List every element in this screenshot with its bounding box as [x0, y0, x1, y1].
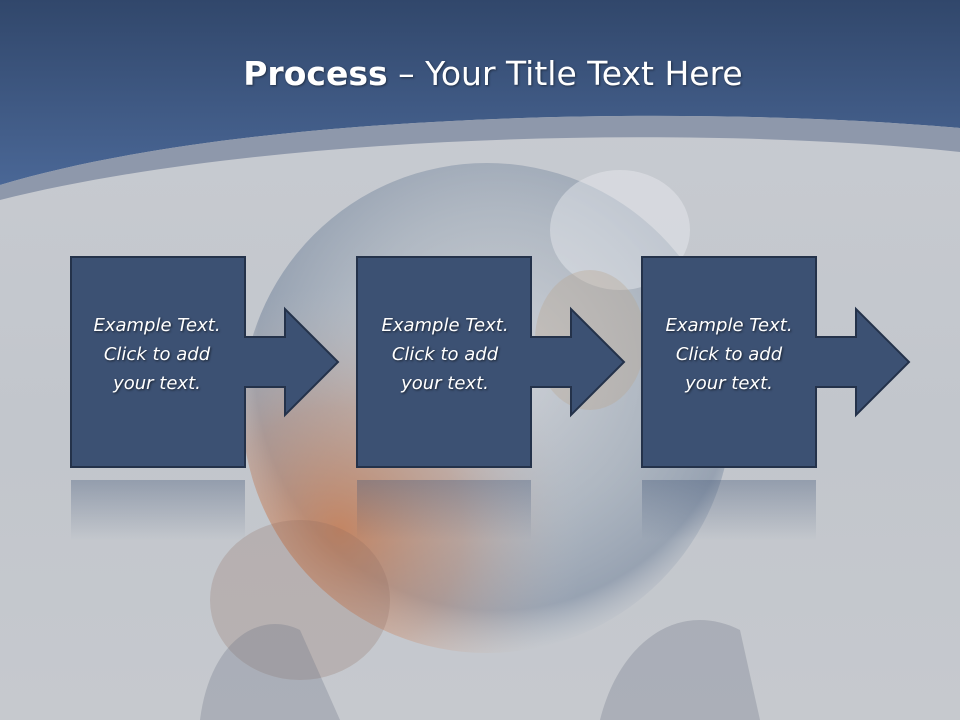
step-2-line-1: Example Text. — [381, 315, 509, 336]
step-3-text[interactable]: Example Text. Click to add your text. — [643, 311, 815, 398]
step-1-text[interactable]: Example Text. Click to add your text. — [71, 311, 243, 398]
process-step-2 — [356, 256, 626, 540]
process-step-1 — [70, 256, 340, 540]
title-strong: Process — [243, 54, 388, 93]
title-rest: – Your Title Text Here — [387, 54, 743, 93]
step-1-line-1: Example Text. — [93, 315, 221, 336]
step-2-text[interactable]: Example Text. Click to add your text. — [359, 311, 531, 398]
step-3-line-1: Example Text. — [665, 315, 793, 336]
step-3-line-2: Click to add — [675, 344, 783, 365]
step-1-line-2: Click to add — [103, 344, 211, 365]
slide-title[interactable]: Process – Your Title Text Here — [0, 54, 960, 94]
step-1-line-3: your text. — [113, 373, 201, 394]
step-2-line-3: your text. — [401, 373, 489, 394]
header-band — [0, 0, 960, 185]
step-2-line-2: Click to add — [391, 344, 499, 365]
process-step-3 — [641, 256, 911, 540]
header-swoosh — [0, 115, 960, 200]
step-3-line-3: your text. — [685, 373, 773, 394]
